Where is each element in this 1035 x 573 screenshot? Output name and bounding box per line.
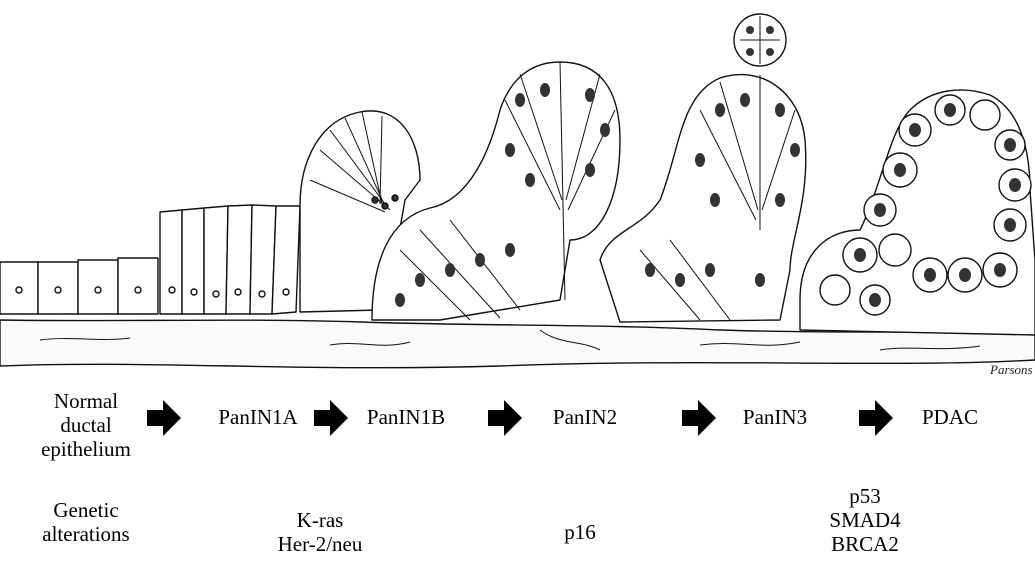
stage-label-normal: Normal ductal epithelium [22, 389, 150, 461]
right-arrow-icon [682, 400, 716, 436]
genetic-alterations-heading: Genetic alterations [22, 498, 150, 546]
panin1a-columnar-cells [160, 205, 300, 314]
normal-epithelium-cells [0, 258, 158, 314]
stage-label-panin1b: PanIN1B [344, 405, 468, 429]
stage-label-panin3: PanIN3 [715, 405, 835, 429]
right-arrow-icon [488, 400, 522, 436]
right-arrow-icon [314, 400, 348, 436]
pdac-invasive-cells [800, 90, 1035, 335]
artist-signature: Parsons [989, 362, 1033, 377]
right-arrow-icon [147, 400, 181, 436]
genes-mid: p16 [520, 520, 640, 544]
stage-label-pdac: PDAC [900, 405, 1000, 429]
stage-label-panin2: PanIN2 [525, 405, 645, 429]
panin-progression-illustration: Parsons [0, 0, 1035, 395]
genes-late: p53 SMAD4 BRCA2 [805, 484, 925, 556]
stage-label-panin1a: PanIN1A [196, 405, 320, 429]
right-arrow-icon [859, 400, 893, 436]
detached-cell-cluster [734, 14, 786, 66]
panin3-papillary-dome [600, 14, 806, 322]
genes-early: K-ras Her-2/neu [260, 508, 380, 556]
